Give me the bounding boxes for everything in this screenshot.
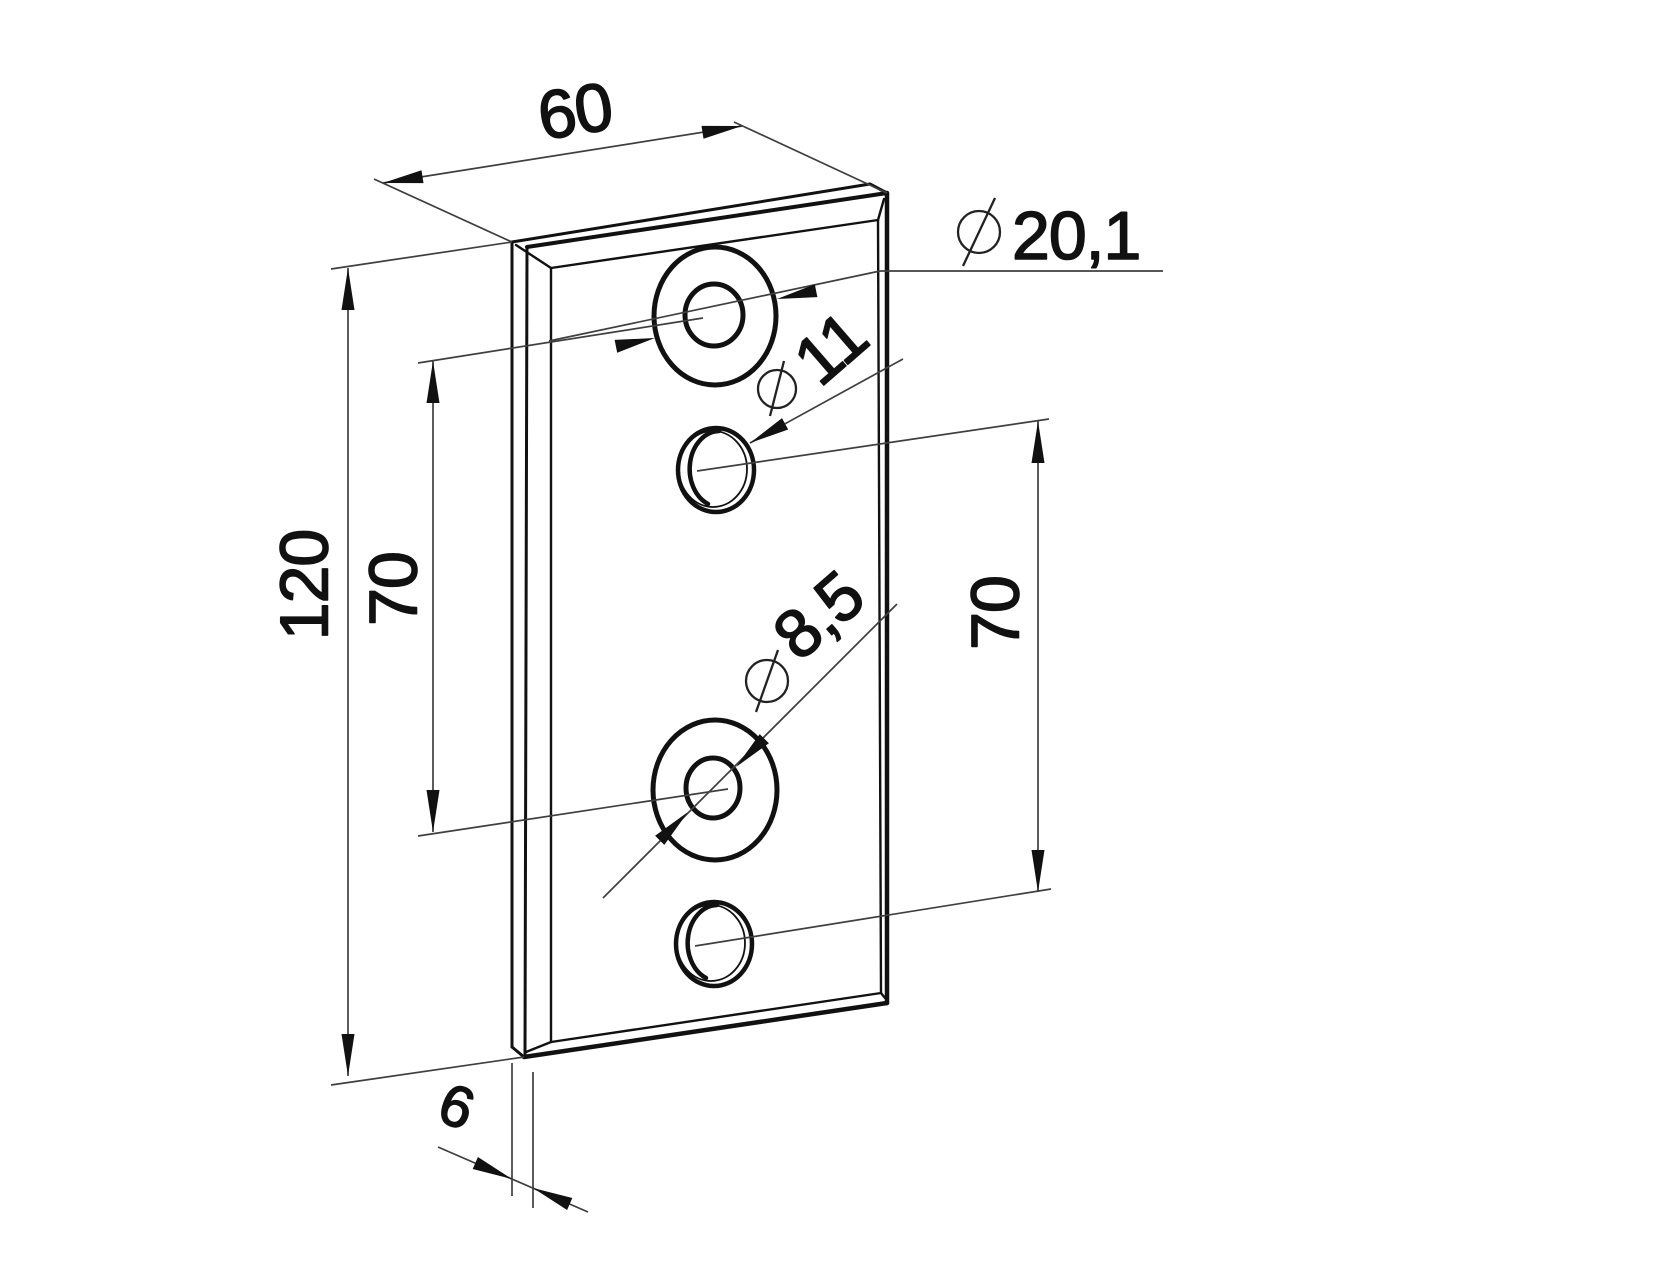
hole-through-upper bbox=[675, 425, 757, 515]
chamfer-corner-top-right bbox=[876, 197, 886, 222]
dia-counterbore-leader bbox=[548, 270, 881, 342]
dim-spacing-right-label: 70 bbox=[957, 576, 1033, 650]
dim-width-arrow-right bbox=[701, 125, 742, 139]
dia-through-hole-arrow bbox=[750, 418, 789, 443]
dim-spacing-right-ext-top bbox=[696, 418, 1050, 472]
chamfer-bottom-line bbox=[549, 991, 883, 1044]
hole1-bore-outline bbox=[682, 281, 746, 349]
hole3-counterbore-outline bbox=[650, 717, 780, 863]
dia-counterbore-arrow-right bbox=[777, 284, 818, 299]
plate-bottom-edge bbox=[521, 1000, 890, 1060]
dia-inner-bore-arrow-lower bbox=[655, 812, 688, 845]
dim-height-label: 120 bbox=[266, 530, 342, 640]
chamfer-corner-bottom-right bbox=[879, 991, 887, 1000]
dim-height: 120 bbox=[266, 241, 525, 1086]
hole4-bore-wall-arc bbox=[685, 902, 720, 981]
dia-through-hole-callout: 11 bbox=[749, 297, 904, 444]
dim-width-line bbox=[382, 125, 743, 184]
dim-spacing-left-arrow-bottom bbox=[426, 790, 440, 832]
dim-thickness-arrow-right bbox=[533, 1188, 573, 1210]
dim-spacing-left-ext-top bbox=[417, 317, 704, 364]
dim-width-arrow-left bbox=[383, 170, 424, 184]
dim-width: 60 bbox=[373, 67, 888, 243]
dim-thickness-arrow-left bbox=[472, 1157, 512, 1179]
hole4-outline bbox=[673, 899, 755, 989]
hole1-counterbore-outline bbox=[651, 244, 779, 388]
dim-hole-spacing-right: 70 bbox=[694, 418, 1052, 947]
plate-back-top-edge bbox=[510, 182, 872, 244]
hole3-bore-outline bbox=[683, 755, 743, 821]
diameter-symbol-icon bbox=[956, 209, 1002, 255]
dim-hole-spacing-left: 70 bbox=[355, 317, 729, 837]
dia-inner-bore-label: 8,5 bbox=[759, 557, 878, 674]
dim-thickness-label: 6 bbox=[430, 1071, 482, 1143]
chamfer-top-line bbox=[549, 218, 880, 270]
dim-thickness: 6 bbox=[430, 1063, 589, 1213]
dim-height-arrow-bottom bbox=[341, 1034, 355, 1076]
dim-spacing-right-ext-bottom bbox=[694, 888, 1052, 947]
dim-width-ext-left bbox=[373, 178, 513, 243]
hole-through-lower bbox=[673, 899, 755, 989]
hole-counterbore-bottom bbox=[650, 717, 780, 863]
dim-height-ext-bottom bbox=[330, 1056, 525, 1086]
dim-spacing-right-arrow-top bbox=[1031, 421, 1045, 463]
dia-counterbore-callout: 20,1 bbox=[548, 197, 1163, 353]
dia-counterbore-label: 20,1 bbox=[1012, 198, 1140, 274]
dim-height-arrow-top bbox=[341, 268, 355, 310]
chamfer-right-line bbox=[876, 218, 883, 995]
hole-counterbore-top bbox=[651, 244, 779, 388]
hole2-outline bbox=[675, 425, 757, 515]
plate-front-left-edge bbox=[523, 245, 529, 1056]
dim-width-label: 60 bbox=[533, 68, 618, 155]
hole2-bore-wall-arc bbox=[687, 428, 722, 507]
plate-bottom-left-facet bbox=[510, 1045, 526, 1059]
plate-front-top-edge bbox=[525, 191, 889, 249]
dim-width-ext-right bbox=[733, 121, 888, 194]
dim-spacing-right-arrow-bottom bbox=[1031, 850, 1045, 892]
diameter-symbol-icon bbox=[756, 368, 798, 410]
dim-spacing-left-label: 70 bbox=[355, 552, 431, 626]
dia-counterbore-arrow-left bbox=[614, 338, 655, 353]
diameter-symbol-icon bbox=[744, 658, 790, 704]
chamfer-corner-top-left bbox=[514, 243, 553, 270]
chamfer-corner-bottom-left bbox=[524, 1040, 553, 1054]
dim-height-ext-top bbox=[330, 241, 513, 270]
dia-inner-bore-arrow-upper bbox=[736, 734, 769, 767]
diameter-symbol-slash-icon bbox=[961, 197, 997, 267]
diameter-symbol-slash-icon bbox=[768, 360, 786, 417]
dim-spacing-left-ext-bottom bbox=[417, 788, 729, 837]
dim-spacing-left-arrow-top bbox=[426, 361, 440, 403]
diameter-symbol-slash-icon bbox=[754, 649, 780, 713]
plate-body bbox=[510, 182, 890, 1060]
